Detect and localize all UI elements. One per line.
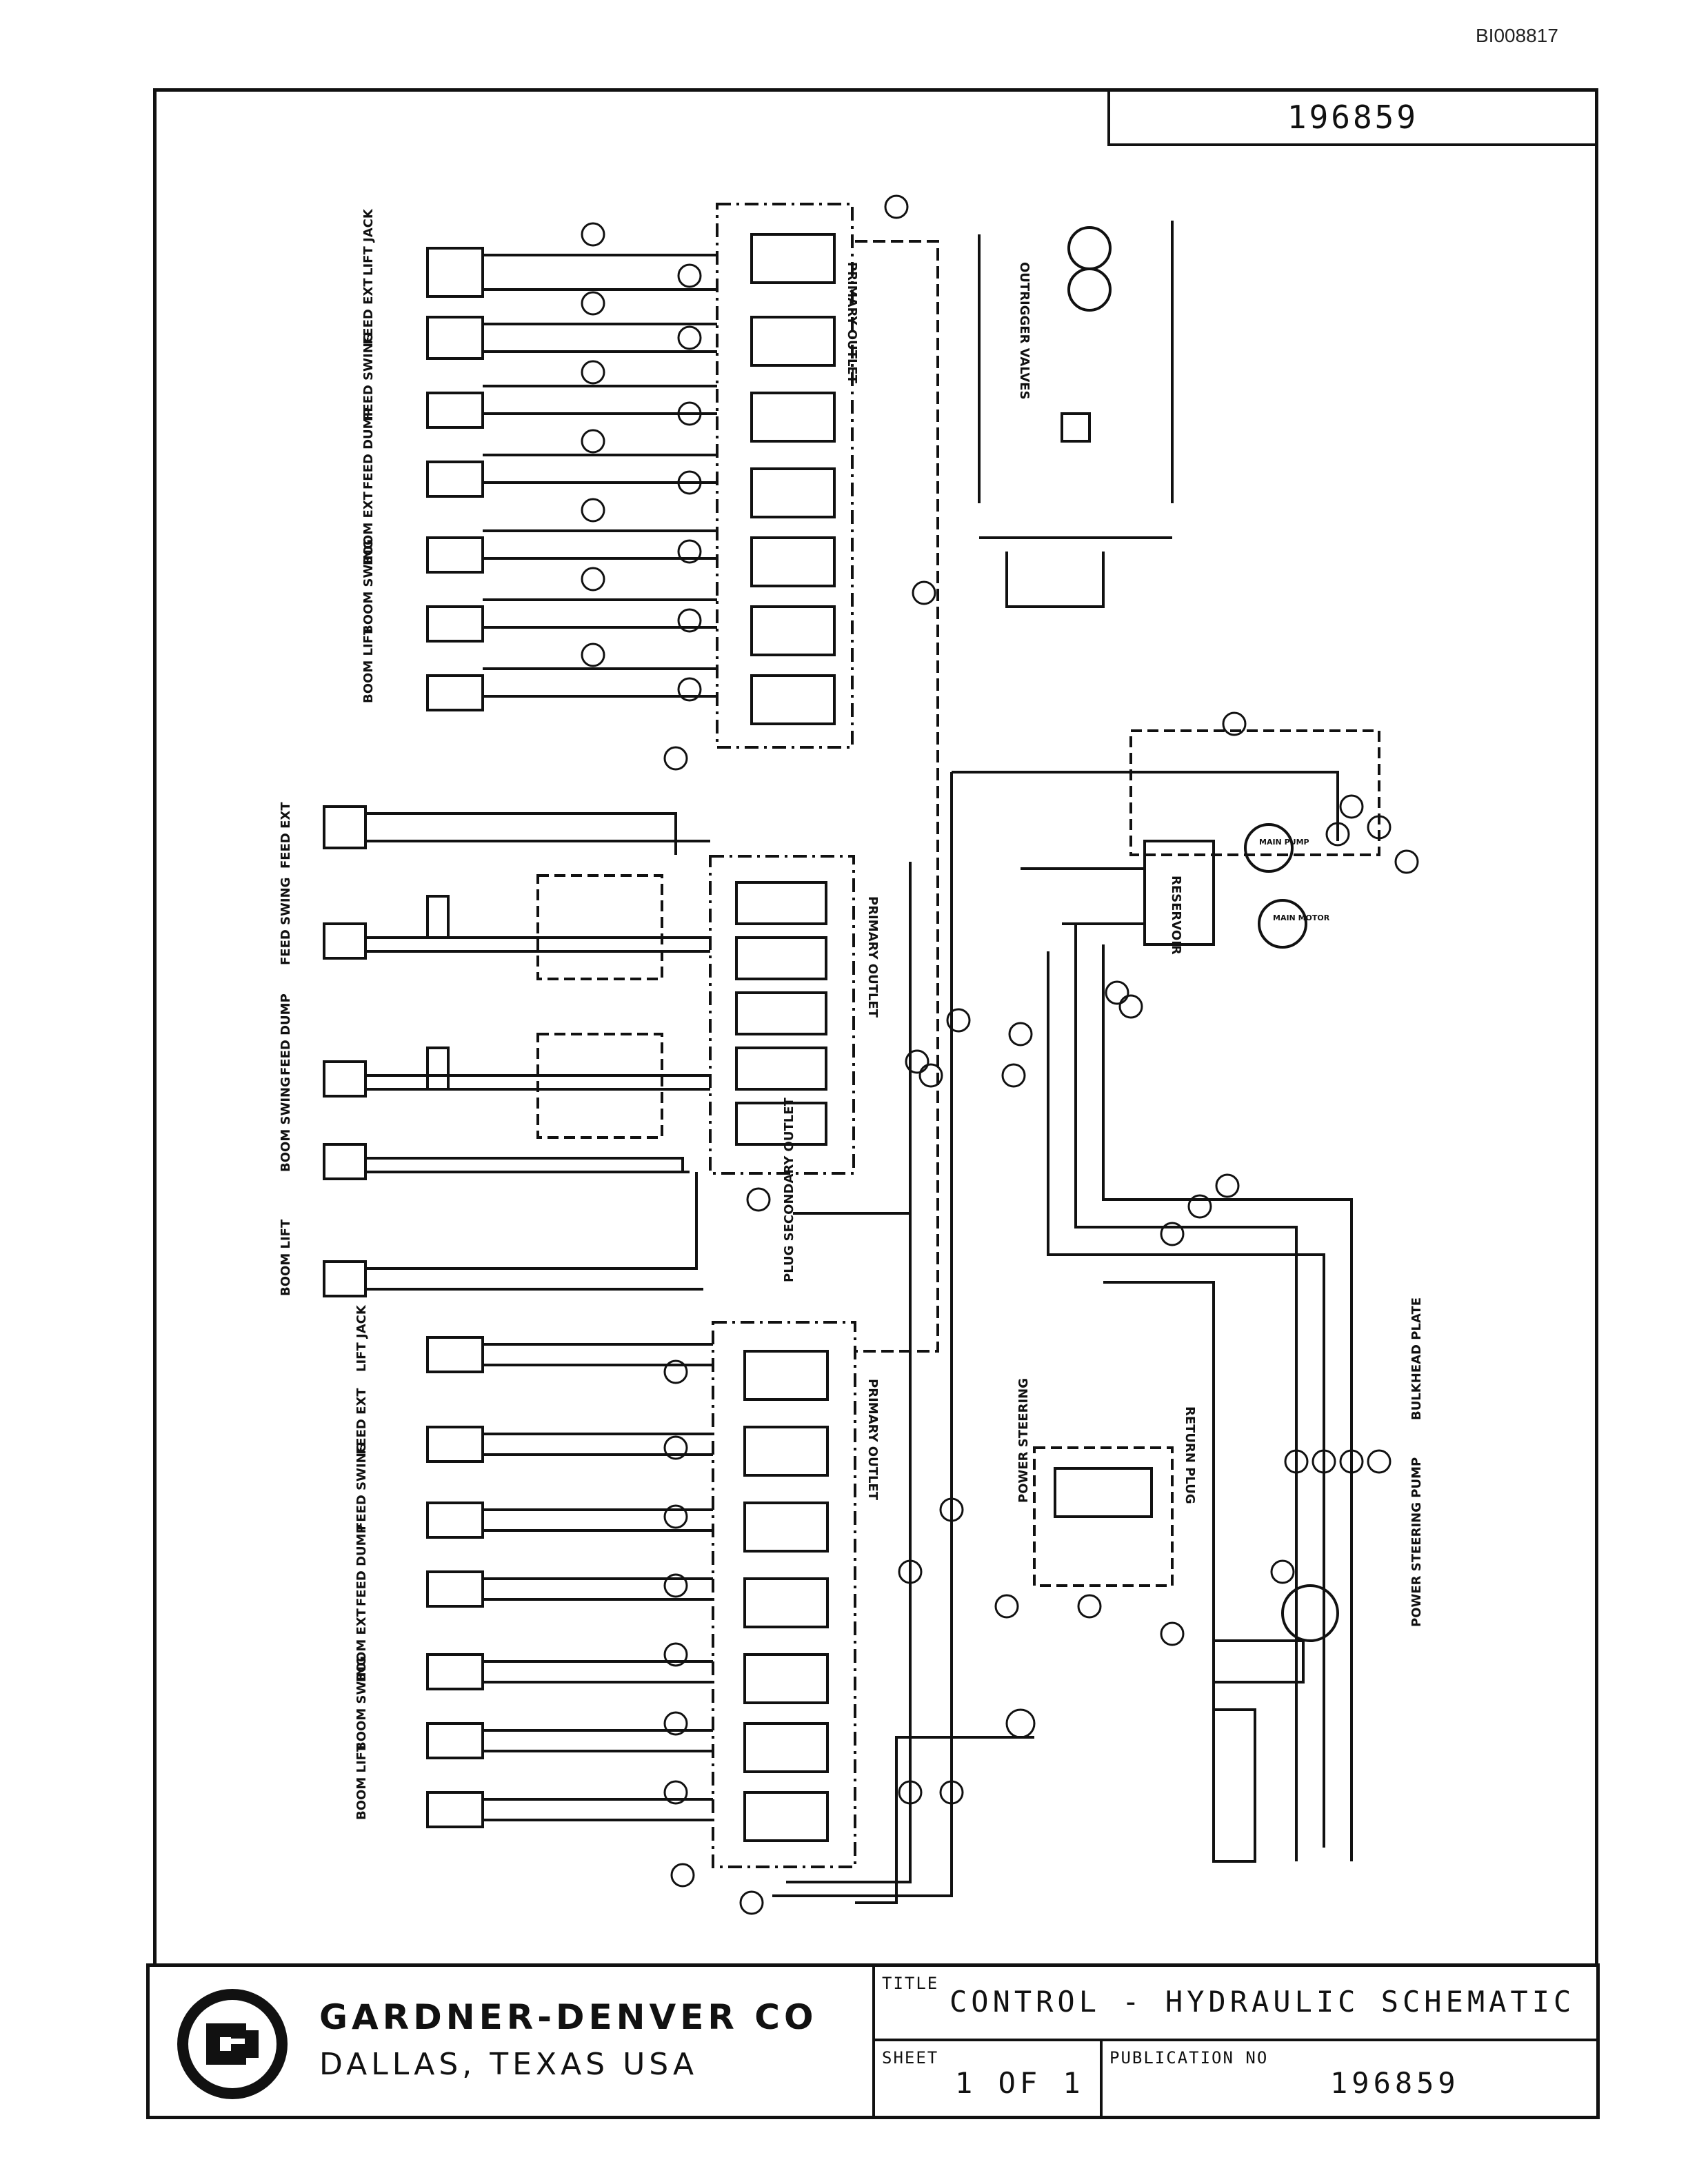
supply-line-1 [855, 240, 939, 1353]
label-bulkhead: BULKHEAD PLATE [1409, 1297, 1424, 1420]
main-motor [1258, 899, 1307, 949]
spools-top [750, 233, 836, 725]
divider [872, 1967, 875, 2116]
power-steering-pump [1281, 1584, 1339, 1642]
label-main-motor: MAIN MOTOR [1273, 913, 1330, 922]
publication-label: PUBLICATION NO [1109, 2048, 1269, 2067]
label-top-3: FEED SWING [361, 333, 376, 421]
label-outrigger: OUTRIGGER VALVES [1017, 262, 1032, 400]
label-reservoir: RESERVOIR [1169, 876, 1183, 955]
label-primary-outlet-bot: PRIMARY OUTLET [865, 1379, 880, 1501]
company-location: DALLAS, TEXAS USA [319, 2047, 699, 2082]
label-top-2: FEED EXT [361, 278, 376, 345]
spools-mid [735, 881, 827, 1146]
label-bot-2: FEED EXT [354, 1388, 369, 1455]
valve-bank-mid [709, 855, 855, 1175]
label-mid-3: FEED DUMP [279, 993, 293, 1075]
label-top-7: BOOM LIFT [361, 626, 376, 703]
label-plug-secondary: PLUG SECONDARY OUTLET [782, 1097, 796, 1282]
label-bot-3: FEED SWING [354, 1443, 369, 1530]
label-mid-5: BOOM LIFT [279, 1219, 293, 1296]
label-return-plug: RETURN PLUG [1183, 1406, 1197, 1504]
label-primary-outlet-mid: PRIMARY OUTLET [865, 896, 880, 1018]
spools-bottom [743, 1350, 829, 1842]
label-main-pump: MAIN PUMP [1259, 838, 1309, 847]
reservoir-box [1143, 840, 1215, 946]
label-top-6: BOOM SWING [361, 539, 376, 634]
divider [1100, 2039, 1103, 2116]
label-bot-7: BOOM LIFT [354, 1743, 369, 1820]
label-power-steering: POWER STEERING [1016, 1378, 1031, 1503]
cylinders-mid [323, 805, 710, 1297]
valve-bank-bottom [712, 1321, 856, 1868]
tank-line [793, 771, 1339, 1215]
cylinders-top [426, 247, 717, 711]
drawing-title: CONTROL - HYDRAULIC SCHEMATIC [950, 1985, 1576, 2019]
label-top-5: BOOM EXT [361, 491, 376, 565]
label-top-4: FEED DUMP [361, 407, 376, 489]
sheet-value: 1 OF 1 [955, 2066, 1085, 2100]
main-pump [1244, 823, 1294, 873]
label-mid-1: FEED EXT [279, 802, 293, 869]
document-id: BI008817 [1476, 25, 1558, 46]
label-top-1: LIFT JACK [361, 208, 376, 276]
label-primary-outlet-top: PRIMARY OUTLET [845, 262, 859, 384]
sheet-label: SHEET [882, 2048, 939, 2067]
pump-lines [855, 867, 1353, 1904]
label-bot-4: FEED DUMP [354, 1524, 369, 1606]
title-block: GARDNER-DENVER CO DALLAS, TEXAS USA TITL… [146, 1963, 1600, 2119]
label-bot-5: BOOM EXT [354, 1608, 369, 1682]
pump-control-box [1129, 729, 1380, 856]
valve-bank-top [716, 203, 854, 749]
return-line [772, 772, 953, 1897]
company-logo [177, 1989, 288, 2099]
drawing-number-box: 196859 [1107, 88, 1598, 146]
label-mid-2: FEED SWING [279, 878, 293, 965]
company-name: GARDNER-DENVER CO [319, 1997, 818, 2037]
power-steering-valve [1033, 1446, 1174, 1587]
cylinders-bottom [426, 1336, 713, 1828]
publication-number: 196859 [1330, 2066, 1460, 2100]
outrigger-lines [978, 221, 1174, 608]
label-ps-pump: POWER STEERING PUMP [1409, 1457, 1424, 1627]
label-mid-4: BOOM SWING [279, 1077, 293, 1172]
divider [872, 2039, 1596, 2041]
power-steering-cyl [1212, 1708, 1256, 1863]
label-bot-6: BOOM SWING [354, 1656, 369, 1751]
title-label: TITLE [882, 1974, 939, 1993]
label-bot-1: LIFT JACK [354, 1304, 369, 1372]
supply-line-2 [786, 862, 912, 1883]
